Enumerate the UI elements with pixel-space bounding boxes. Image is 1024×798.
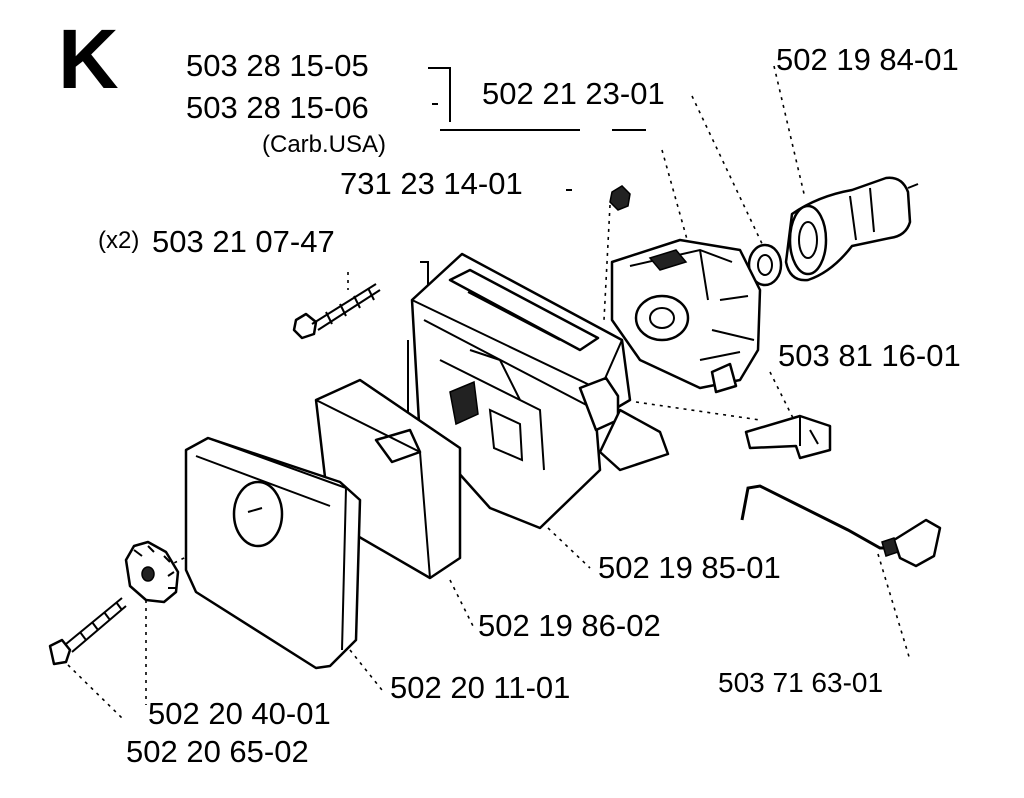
screws — [292, 283, 381, 340]
label-503716301: 503 71 63-01 — [718, 667, 883, 698]
cover-screw — [48, 597, 127, 666]
leader-731231401-b — [603, 204, 611, 321]
filter-housing — [407, 252, 670, 530]
leader-503811601 — [769, 371, 801, 433]
label-carb-usa: (Carb.USA) — [262, 131, 386, 158]
leader-502198401 — [773, 65, 806, 199]
gasket-ring — [747, 243, 783, 287]
leader-502212301 — [691, 95, 766, 251]
leader-502198602 — [449, 579, 475, 629]
filter-knob — [124, 540, 180, 604]
intake-tube — [784, 176, 919, 282]
label-502198501: 502 19 85-01 — [598, 550, 781, 585]
label-731231401: 731 23 14-01 — [340, 166, 523, 201]
leader-503716301 — [877, 553, 911, 661]
label-503281505: 503 28 15-05 — [186, 48, 369, 83]
label-502212301: 502 21 23-01 — [482, 76, 665, 111]
section-letter: K — [58, 12, 119, 106]
label-502198602: 502 19 86-02 — [478, 608, 661, 643]
label-x2: (x2) — [98, 227, 139, 254]
leader-carb — [661, 149, 691, 251]
label-502206502: 502 20 65-02 — [126, 734, 309, 769]
leader-502206502 — [67, 664, 123, 719]
leader-503281505 — [428, 67, 451, 122]
choke-rod — [740, 484, 942, 568]
carburetor — [610, 238, 762, 394]
label-503210747: 503 21 07-47 — [152, 224, 335, 259]
filter-cover — [184, 436, 362, 670]
leader-502201101 — [349, 649, 383, 691]
label-502201101: 502 20 11-01 — [390, 670, 570, 705]
leader-knob-axis — [159, 554, 191, 571]
label-503811601: 503 81 16-01 — [778, 338, 961, 373]
label-503281506: 503 28 15-06 — [186, 90, 369, 125]
bracket — [744, 414, 832, 460]
leader-bracket-line — [635, 401, 761, 421]
leader-lines — [67, 65, 911, 719]
leader-502198501 — [547, 527, 591, 569]
nut — [609, 185, 631, 211]
label-502198401: 502 19 84-01 — [776, 42, 959, 77]
label-502204001: 502 20 40-01 — [148, 696, 331, 731]
